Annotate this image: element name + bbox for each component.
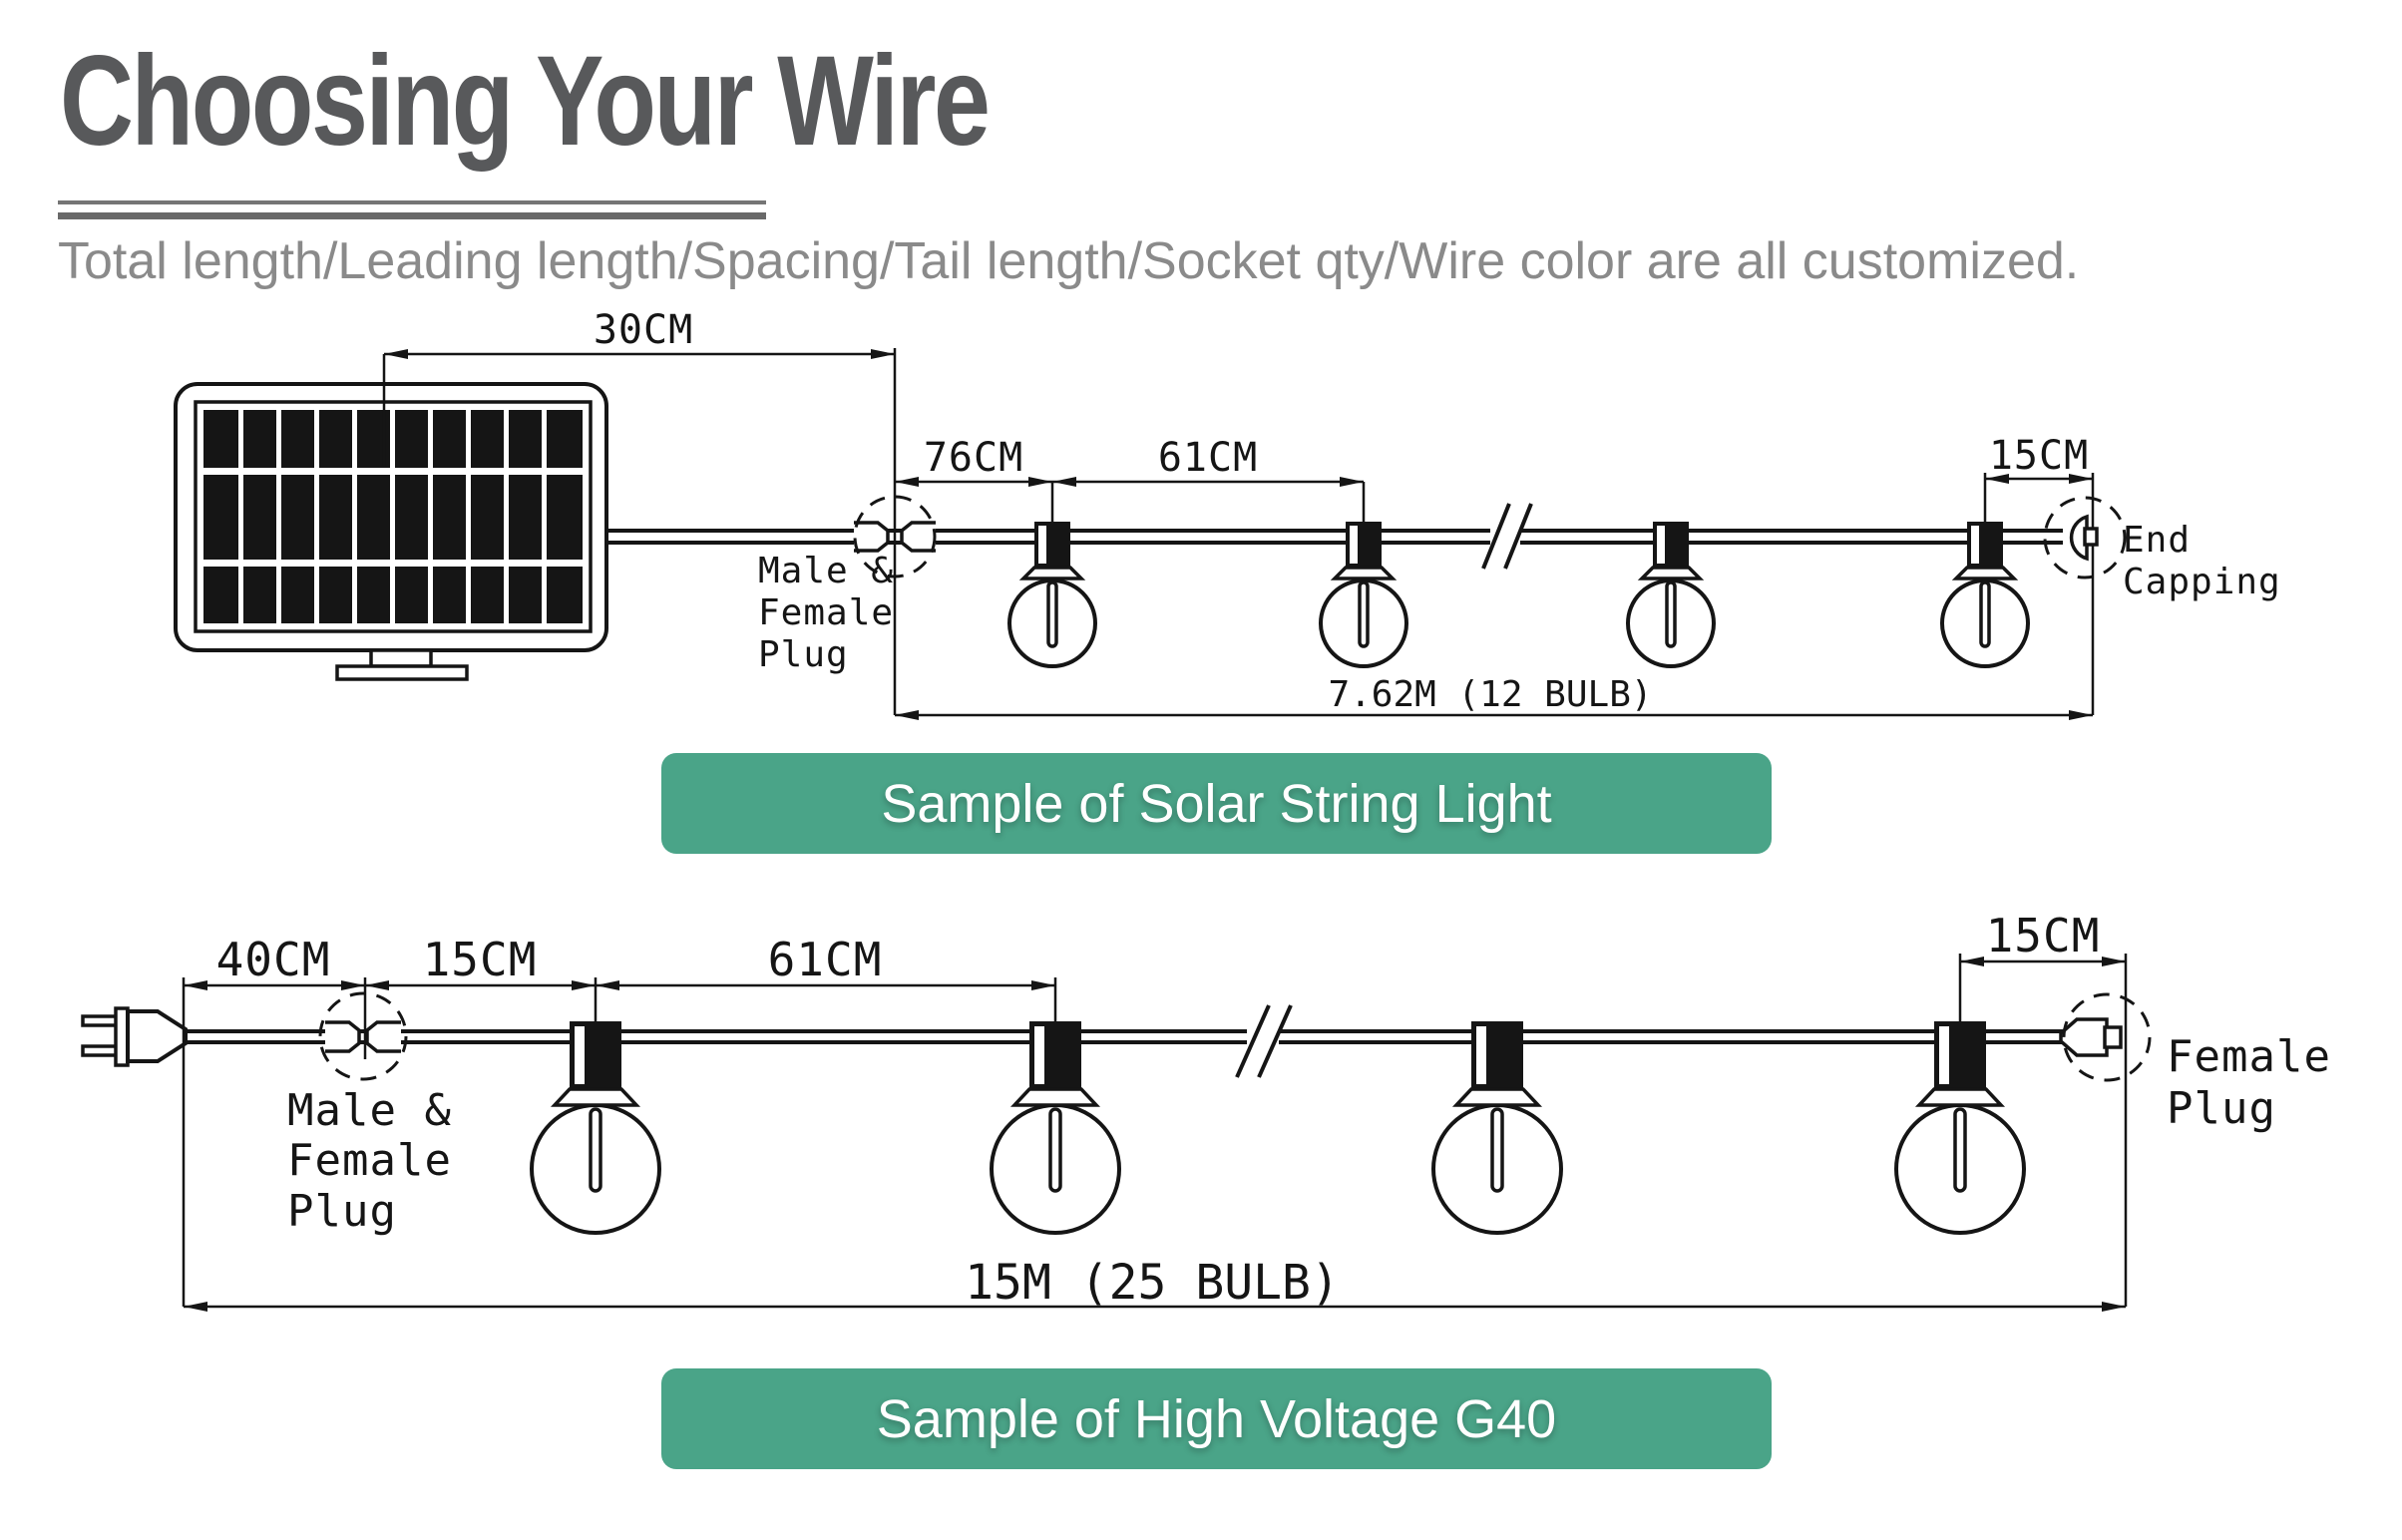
g40-dim-tail: 15CM xyxy=(1958,909,2128,1307)
end-capping-label-1: End xyxy=(2123,520,2191,561)
solar-connector-label-3: Plug xyxy=(758,634,849,675)
female-plug-label: Female Plug xyxy=(2167,1031,2331,1134)
g40-connector-label-1: Male & xyxy=(287,1085,452,1136)
wiring-diagrams: 30CM 76CM 61CM 15CM xyxy=(81,307,2331,1312)
solar-dim-total: 7.62M (12 BULB) xyxy=(895,674,2093,720)
solar-socket-bulb xyxy=(1319,522,1408,668)
wire-break-icon xyxy=(1235,1004,1293,1078)
g40-wire xyxy=(186,1029,2065,1044)
g40-dim-spacing-label: 61CM xyxy=(768,933,883,986)
g40-socket-bulb xyxy=(530,1021,661,1235)
page-subtitle: Total length/Leading length/Spacing/Tail… xyxy=(58,232,2080,290)
male-female-plug-icon xyxy=(318,991,408,1081)
solar-dim-tail-label: 15CM xyxy=(1989,433,2089,479)
g40-socket-bulb xyxy=(990,1021,1121,1235)
end-capping-icon xyxy=(2043,496,2127,579)
g40-connector-label: Male & Female Plug xyxy=(287,1085,452,1237)
g40-sample-banner: Sample of High Voltage G40 xyxy=(661,1368,1772,1469)
end-capping-label: End Capping xyxy=(2123,520,2281,602)
g40-dim-first-spacing-label: 15CM xyxy=(423,933,538,986)
wire-break-icon xyxy=(1481,503,1533,570)
solar-socket-bulb xyxy=(1940,522,2030,668)
solar-dim-tail: 15CM xyxy=(1983,433,2095,715)
solar-total-length-label: 7.62M (12 BULB) xyxy=(1328,674,1652,715)
g40-socket-bulb xyxy=(1894,1021,2026,1235)
solar-connector-label-2: Female xyxy=(758,592,894,633)
solar-dim-spacing-label: 61CM xyxy=(1158,435,1258,481)
solar-connector-label: Male & Female Plug xyxy=(758,551,894,675)
female-plug-icon xyxy=(2059,992,2152,1082)
solar-socket-bulb xyxy=(1007,522,1097,668)
solar-wire xyxy=(606,529,2063,545)
solar-dim-spacing: 76CM 61CM xyxy=(895,435,1366,522)
solar-sample-banner-label: Sample of Solar String Light xyxy=(881,773,1552,834)
g40-dim-tail-label: 15CM xyxy=(1986,909,2101,962)
solar-sample-banner: Sample of Solar String Light xyxy=(661,753,1772,854)
solar-socket-bulb xyxy=(1626,522,1716,668)
solar-connector-label-1: Male & xyxy=(758,551,894,591)
solar-dim-first-spacing-label: 76CM xyxy=(924,435,1023,481)
page-title: Choosing Your Wire xyxy=(60,30,991,173)
female-plug-label-2: Plug xyxy=(2167,1083,2276,1134)
solar-string-diagram: 30CM 76CM 61CM 15CM xyxy=(174,307,2281,720)
male-plug-icon xyxy=(81,1006,188,1067)
g40-sample-banner-label: Sample of High Voltage G40 xyxy=(876,1388,1557,1449)
g40-dim-leading: 40CM xyxy=(182,933,367,1307)
g40-string-diagram: 40CM 15CM 61CM 15CM xyxy=(81,909,2331,1312)
female-plug-label-1: Female xyxy=(2167,1031,2331,1082)
g40-dim-total: 15M (25 BULB) xyxy=(184,1255,2126,1312)
g40-total-length-label: 15M (25 BULB) xyxy=(965,1255,1340,1311)
g40-dim-leading-label: 40CM xyxy=(216,933,331,986)
title-underline-top xyxy=(58,200,766,204)
solar-dim-leading: 30CM xyxy=(382,307,897,715)
male-female-plug-icon xyxy=(853,495,937,578)
g40-connector-label-2: Female xyxy=(287,1135,452,1186)
g40-socket-bulb xyxy=(1431,1021,1563,1235)
g40-connector-label-3: Plug xyxy=(287,1186,397,1237)
end-capping-label-2: Capping xyxy=(2123,562,2281,602)
g40-dim-spacing: 15CM 61CM xyxy=(365,933,1057,1021)
solar-panel-icon xyxy=(174,382,608,681)
title-underline-bottom xyxy=(58,212,766,219)
solar-dim-leading-label: 30CM xyxy=(594,307,693,353)
